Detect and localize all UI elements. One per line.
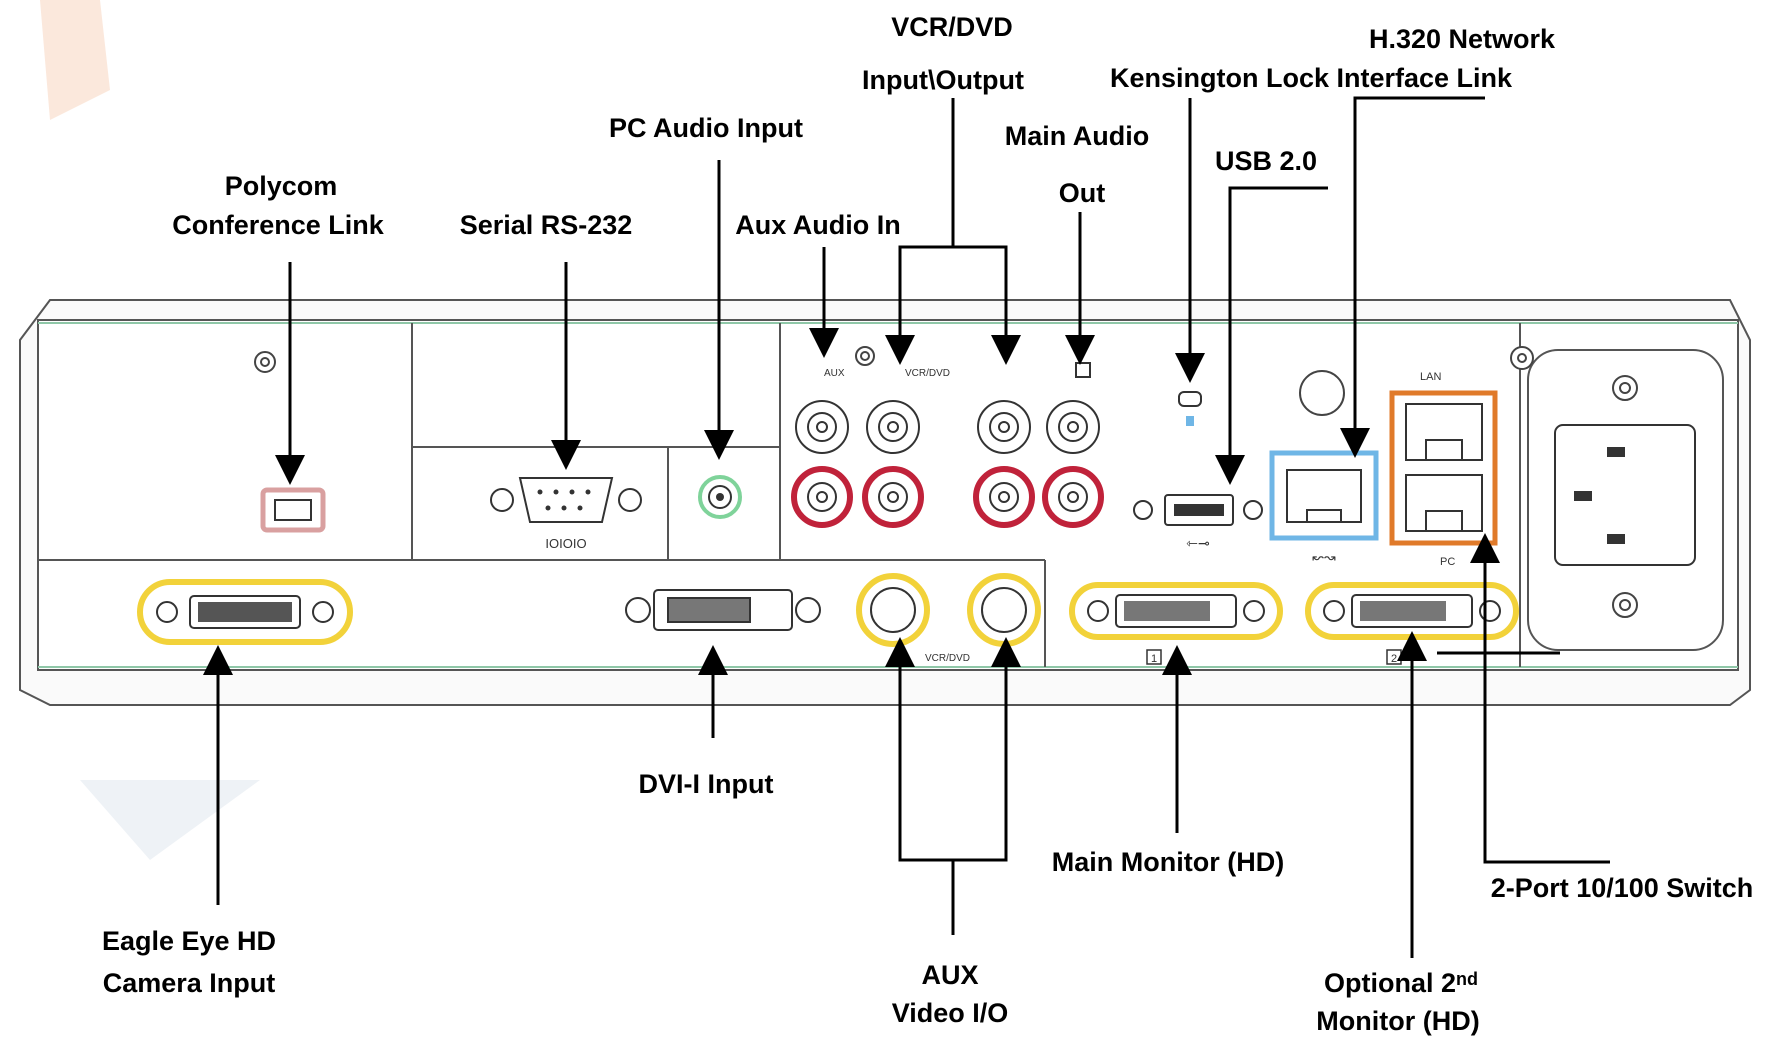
h320-network-port (1269, 450, 1379, 541)
label-aux-video-line1: AUX (921, 960, 979, 990)
dvi-input-port (625, 589, 821, 631)
serial-port (490, 477, 642, 523)
serial-marking: IOIOIO (545, 536, 586, 551)
lock-slot-icon (1178, 391, 1202, 426)
screw-icons (254, 346, 1638, 618)
watermark-shape (80, 780, 260, 860)
label-polycom-line1: Polycom (224, 171, 338, 201)
camera-input-port (137, 579, 353, 645)
vcr-dvd-marking: VCR/DVD (905, 368, 950, 379)
leader-usb (1228, 186, 1328, 468)
label-eagle-line2: Camera Input (102, 968, 276, 998)
label-switch: 2-Port 10/100 Switch (1490, 873, 1754, 903)
label-eagle-line1: Eagle Eye HD (101, 926, 277, 956)
pc-audio-jack (698, 475, 742, 519)
label-optional-line2: Monitor (HD) (1316, 1006, 1480, 1036)
monitor2-port (1305, 582, 1519, 640)
speaker-icon (1075, 362, 1091, 378)
label-polycom-line2: Conference Link (172, 210, 384, 240)
usb-icon: ⇽⊸ (1186, 535, 1210, 551)
lan-ports (1389, 390, 1498, 546)
label-pc-audio-input: PC Audio Input (609, 113, 803, 143)
monitor1-marking: 1 (1151, 653, 1157, 665)
leader-switch (1483, 565, 1610, 864)
pc-marking: PC (1440, 556, 1455, 568)
blank-cap (1299, 370, 1345, 416)
vcr-dvd-bottom-marking: VCR/DVD (925, 653, 970, 664)
label-optional-line1: Optional 2nd (1324, 970, 1478, 997)
leader-vcr-dvd-bracket (898, 245, 1008, 350)
network-icon: ↜↝ (1312, 549, 1336, 565)
label-main-monitor: Main Monitor (HD) (1051, 847, 1285, 877)
power-socket (1554, 424, 1696, 566)
usb-port (1133, 494, 1263, 526)
label-h320-line1: H.320 Network (1368, 24, 1556, 54)
label-main-audio-line1: Main Audio (1004, 121, 1150, 151)
label-vcr-dvd-line2: Input\Output (862, 65, 1024, 95)
label-main-audio-line2: Out (1058, 178, 1106, 208)
leader-h320 (1353, 96, 1485, 440)
label-vcr-dvd-line1: VCR/DVD (891, 12, 1013, 42)
rca-jack-grid (791, 400, 1104, 528)
label-optional-line1-text: Optional 2 (1323, 968, 1457, 998)
label-kensington: Kensington Lock Interface Link (1109, 63, 1513, 93)
label-dvi-input: DVI-I Input (638, 769, 774, 799)
label-aux-audio-in: Aux Audio In (735, 210, 901, 240)
watermark-shape (40, 0, 110, 120)
monitor2-marking: 2 (1391, 653, 1397, 665)
label-serial: Serial RS-232 (459, 210, 633, 240)
leader-lines (203, 96, 1610, 958)
label-aux-video-line2: Video I/O (891, 998, 1009, 1028)
label-optional-line1-sup: nd (1456, 969, 1479, 989)
s-video-jacks (856, 573, 1041, 647)
lan-marking: LAN (1420, 371, 1441, 383)
leader-aux-video-bracket (898, 655, 1008, 862)
aux-marking: AUX (824, 368, 845, 379)
monitor1-port (1069, 582, 1283, 640)
label-usb: USB 2.0 (1214, 146, 1318, 176)
conference-link-port (260, 487, 326, 533)
monitor1-number-box (1146, 649, 1162, 665)
